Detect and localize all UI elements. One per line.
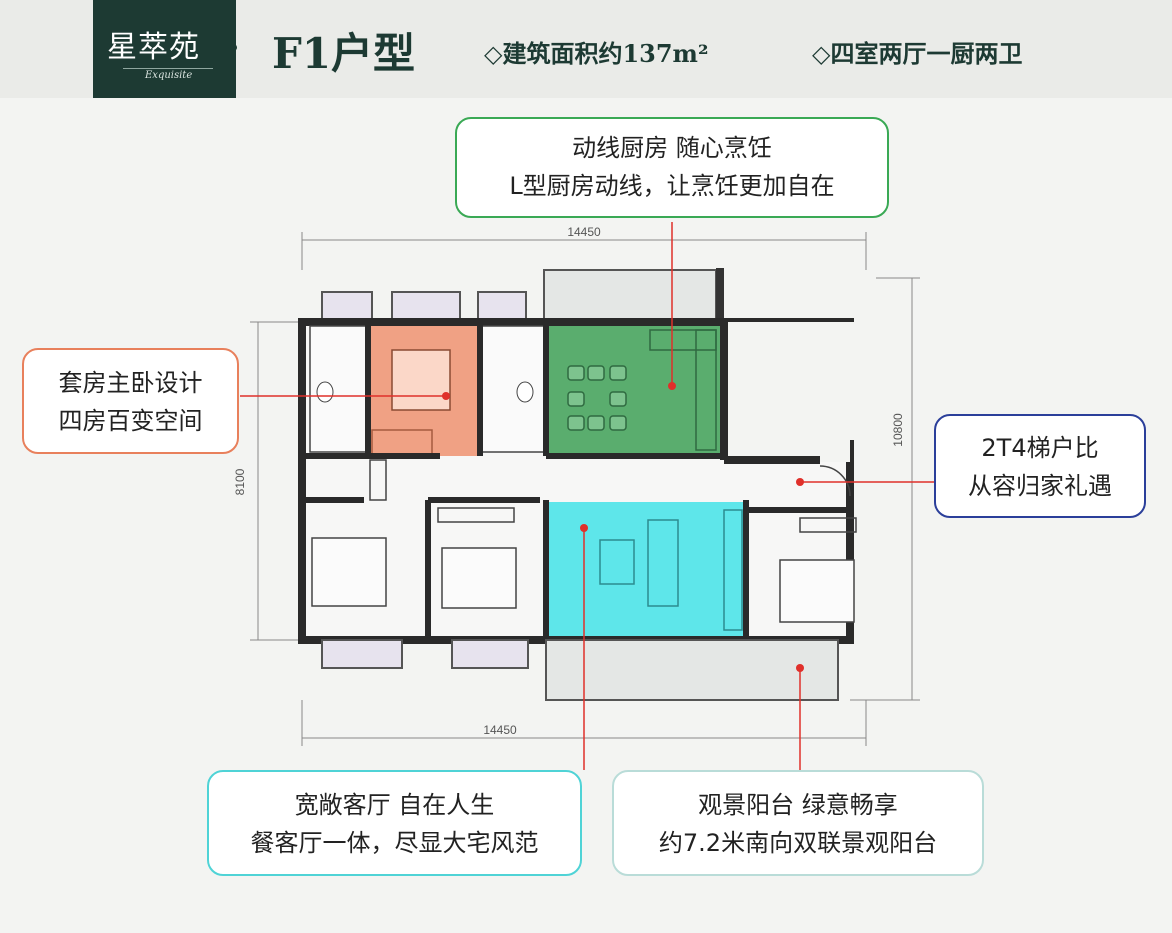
- callout-kitchen: 动线厨房 随心烹饪 L型厨房动线，让烹饪更加自在: [455, 117, 889, 218]
- callout-living-line2: 餐客厅一体，尽显大宅风范: [250, 829, 539, 857]
- callout-master: 套房主卧设计 四房百变空间: [22, 348, 239, 454]
- dim-right-label: 10800: [891, 413, 905, 447]
- callout-living: 宽敞客厅 自在人生 餐客厅一体，尽显大宅风范: [207, 770, 582, 876]
- leader-dots: [442, 382, 804, 672]
- callout-master-line2: 四房百变空间: [58, 407, 203, 435]
- interior-walls: [302, 322, 850, 640]
- master-bed: [391, 349, 451, 411]
- kitchen-dining: [548, 326, 720, 454]
- toilet-right: [516, 381, 534, 403]
- living-room: [548, 502, 744, 636]
- tv-cabinet: [723, 509, 743, 631]
- logo-underline: [123, 68, 213, 69]
- callout-kitchen-line1: 动线厨房 随心烹饪: [572, 134, 772, 162]
- callout-elevator: 2T4梯户比 从容归家礼遇: [934, 414, 1146, 518]
- closet-left: [369, 459, 387, 501]
- title-dot: [230, 44, 237, 51]
- callout-kitchen-line2: L型厨房动线，让烹饪更加自在: [509, 172, 835, 200]
- header-bar: 星萃苑 Exquisite F1户型 ◇建筑面积约137m² ◇四室两厅一厨两卫: [0, 0, 1172, 98]
- bathroom-right: [481, 325, 545, 453]
- toilet-left: [316, 381, 334, 403]
- dining-chairs: [567, 365, 627, 431]
- spec-area: ◇建筑面积约137m²: [484, 39, 709, 68]
- dim-top-label: 14450: [567, 225, 601, 239]
- bottom-bay-windows: [321, 639, 529, 669]
- dim-left-label: 8100: [233, 468, 247, 495]
- dim-bottom-label: 14450: [483, 723, 517, 737]
- south-balcony: [545, 639, 839, 701]
- kitchen-counter-side: [695, 329, 717, 451]
- callout-balcony-line2: 约7.2米南向双联景观阳台: [658, 829, 938, 857]
- callout-master-line1: 套房主卧设计: [58, 369, 203, 397]
- coffee-table: [599, 539, 635, 585]
- spec-rooms: ◇四室两厅一厨两卫: [812, 39, 1023, 68]
- bedroom-middle-bed: [441, 547, 517, 609]
- north-balcony-wall: [716, 268, 724, 328]
- callout-balcony: 观景阳台 绿意畅享 约7.2米南向双联景观阳台: [612, 770, 984, 876]
- leader-lines: [240, 222, 936, 770]
- callout-elevator-line2: 从容归家礼遇: [968, 472, 1112, 500]
- bedroom-left-bed: [311, 537, 387, 607]
- exterior-notch: [724, 322, 854, 440]
- unit-type-title: F1户型: [272, 29, 416, 78]
- entry-door-swing: [819, 465, 851, 497]
- callout-elevator-line1: 2T4梯户比: [981, 434, 1099, 462]
- top-bay-windows: [321, 291, 527, 323]
- logo-text: 星萃苑: [107, 30, 200, 65]
- bedroom-right-wardrobe: [799, 517, 857, 533]
- bedroom-middle-wardrobe: [437, 507, 515, 523]
- north-balcony: [543, 269, 717, 323]
- brand-logo: 星萃苑 Exquisite: [93, 0, 236, 98]
- callout-balcony-line1: 观景阳台 绿意畅享: [698, 791, 898, 819]
- bedroom-right-bed: [779, 559, 855, 623]
- sofa: [647, 519, 679, 607]
- logo-subtitle: Exquisite: [145, 70, 193, 81]
- callout-living-line1: 宽敞客厅 自在人生: [294, 791, 495, 819]
